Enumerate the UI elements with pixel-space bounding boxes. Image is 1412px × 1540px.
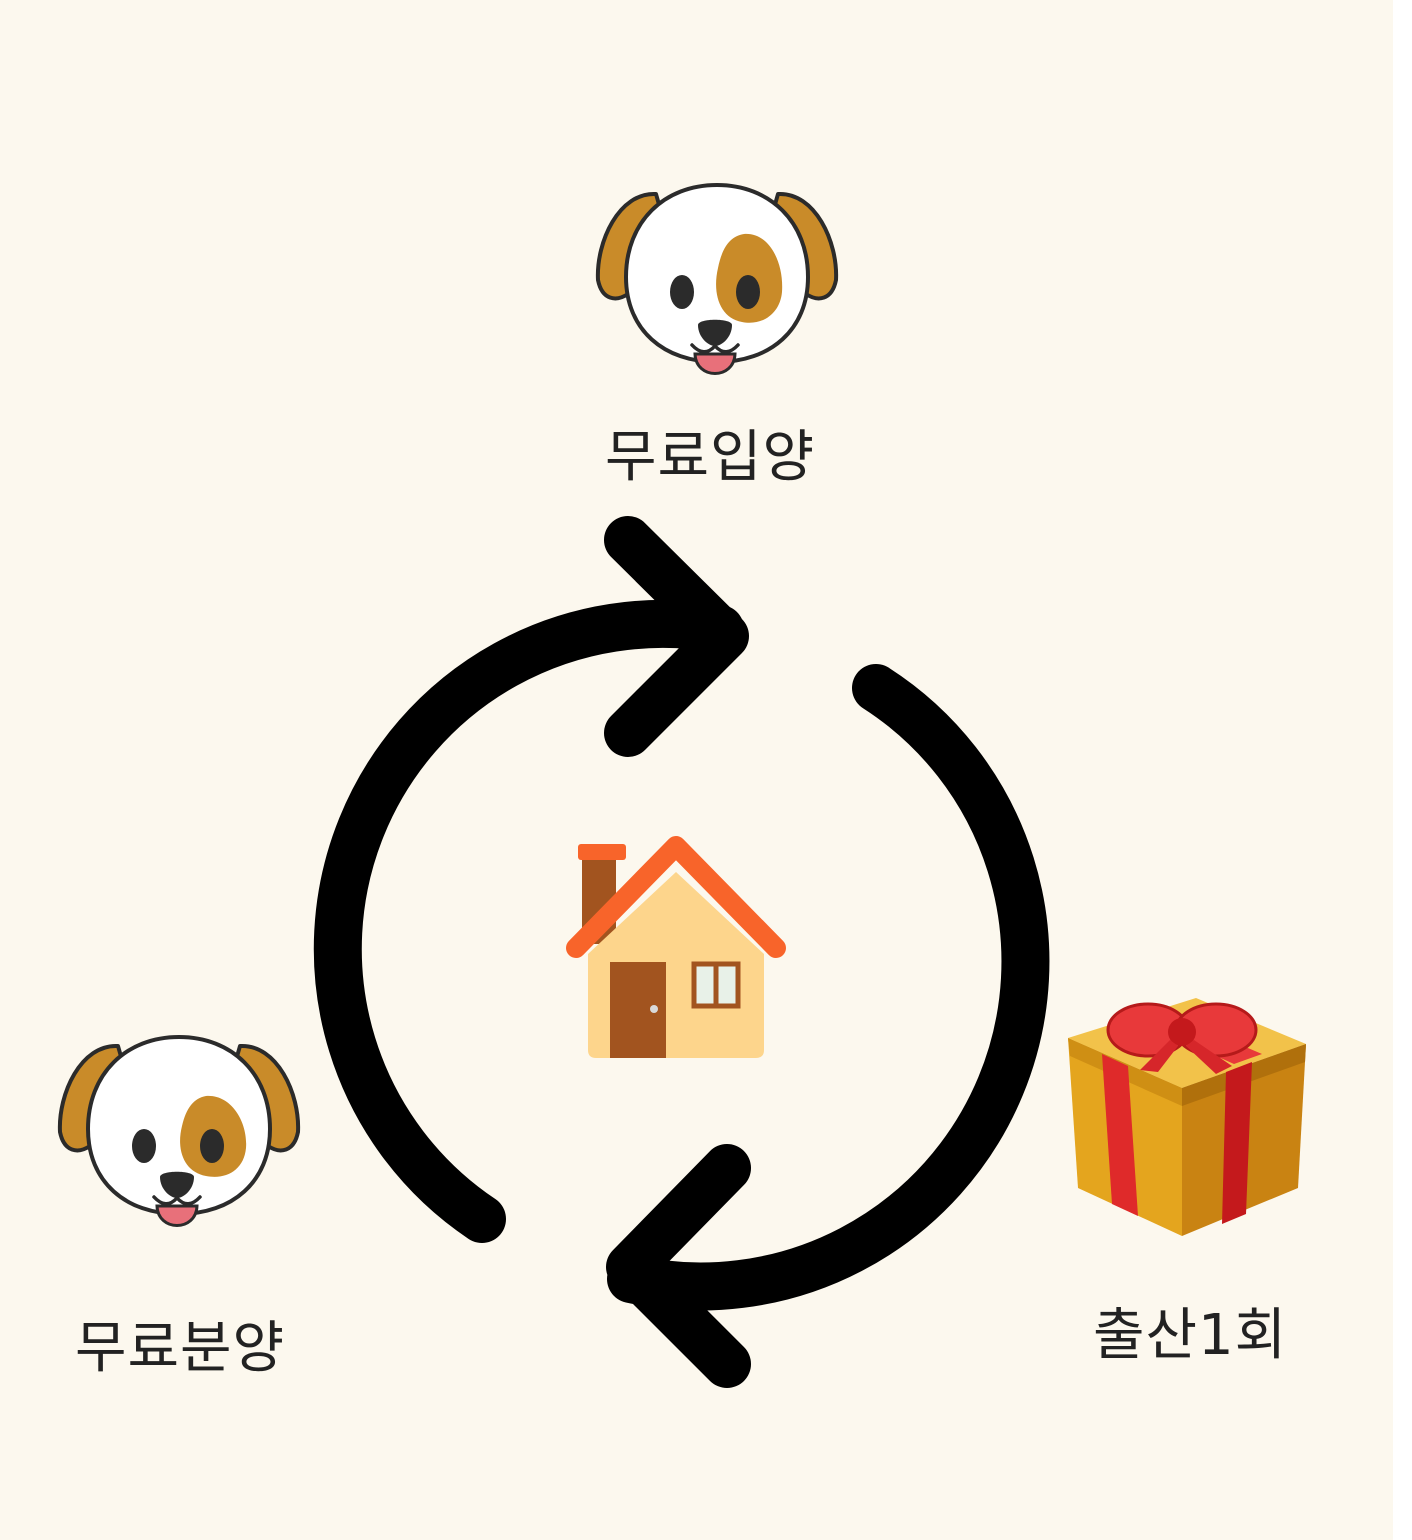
upper-arrow-arc bbox=[313, 599, 744, 1243]
dog-face-icon bbox=[57, 1035, 301, 1227]
upper-arrowhead bbox=[604, 516, 749, 757]
lower-arrow-arc bbox=[607, 664, 1050, 1311]
lower-arrowhead bbox=[606, 1144, 751, 1388]
label-free-adoption: 무료입양 bbox=[605, 425, 816, 490]
gift-box-icon bbox=[1068, 998, 1306, 1236]
house-icon bbox=[566, 836, 786, 1058]
label-one-birth: 출산1회 bbox=[1093, 1303, 1288, 1368]
dog-face-icon bbox=[595, 183, 839, 375]
label-free-rehoming: 무료분양 bbox=[75, 1316, 286, 1381]
